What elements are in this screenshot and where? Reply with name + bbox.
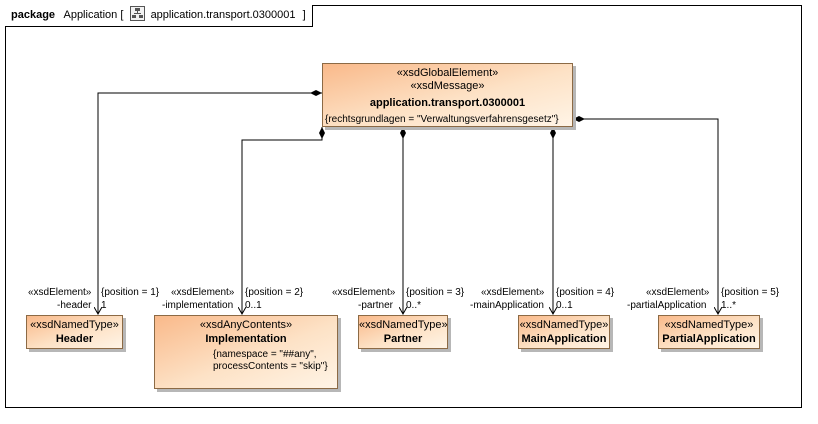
label-main-application-position: {position = 4} bbox=[556, 287, 615, 298]
composition-diamond-partner bbox=[400, 127, 406, 139]
partner-type-stereotype: «xsdNamedType» bbox=[359, 319, 448, 331]
label-main-application-multiplicity: 0..1 bbox=[556, 300, 573, 311]
composition-diamond-header bbox=[310, 90, 322, 96]
label-header-position: {position = 1} bbox=[101, 287, 160, 298]
label-partner-role: -partner bbox=[358, 300, 394, 311]
frame-diagram-name: application.transport.0300001 bbox=[150, 9, 296, 21]
label-partner-position: {position = 3} bbox=[406, 287, 465, 298]
type-box-implementation[interactable]: «xsdAnyContents» Implementation {namespa… bbox=[154, 315, 338, 389]
label-partner-multiplicity: 0..* bbox=[406, 300, 422, 311]
label-implementation-multiplicity: 0..1 bbox=[245, 300, 262, 311]
partner-type-name: Partner bbox=[383, 333, 423, 345]
implementation-type-stereotype: «xsdAnyContents» bbox=[199, 319, 293, 331]
implementation-tagged-process-contents: processContents = "skip"} bbox=[213, 361, 328, 372]
header-type-name: Header bbox=[55, 333, 94, 345]
root-name: application.transport.0300001 bbox=[369, 97, 526, 109]
implementation-type-name: Implementation bbox=[205, 333, 287, 345]
composition-diamond-implementation bbox=[319, 127, 325, 139]
association-implementation bbox=[242, 127, 323, 314]
type-box-partial-application[interactable]: «xsdNamedType» PartialApplication bbox=[658, 315, 760, 349]
root-stereotype-global-element: «xsdGlobalElement» bbox=[396, 67, 499, 79]
header-type-stereotype: «xsdNamedType» bbox=[30, 319, 119, 331]
root-stereotype-message: «xsdMessage» bbox=[410, 80, 485, 92]
label-partial-application-stereotype: «xsdElement» bbox=[646, 287, 710, 298]
type-box-main-application[interactable]: «xsdNamedType» MainApplication bbox=[518, 315, 610, 349]
partial-application-type-name: PartialApplication bbox=[662, 333, 756, 345]
partial-application-type-stereotype: «xsdNamedType» bbox=[664, 319, 754, 331]
root-element-box[interactable]: «xsdGlobalElement» «xsdMessage» applicat… bbox=[322, 63, 573, 127]
main-application-type-stereotype: «xsdNamedType» bbox=[519, 319, 609, 331]
label-implementation-role: -implementation bbox=[162, 300, 234, 311]
label-header-stereotype: «xsdElement» bbox=[28, 287, 92, 298]
label-implementation-position: {position = 2} bbox=[245, 287, 304, 298]
frame-keyword: package bbox=[11, 9, 56, 21]
frame-open-bracket: [ bbox=[120, 9, 124, 21]
class-diagram-icon bbox=[129, 6, 145, 21]
frame-close-bracket: ] bbox=[302, 9, 306, 21]
label-partial-application-position: {position = 5} bbox=[721, 287, 780, 298]
type-box-header[interactable]: «xsdNamedType» Header bbox=[26, 315, 123, 349]
composition-diamond-main-application bbox=[550, 127, 556, 139]
root-tagged-value: {rechtsgrundlagen = "Verwaltungsverfahre… bbox=[325, 114, 559, 125]
main-application-type-name: MainApplication bbox=[521, 333, 607, 345]
label-main-application-role: -mainApplication bbox=[470, 300, 544, 311]
label-header-multiplicity: 1 bbox=[101, 300, 107, 311]
label-header-role: -header bbox=[57, 300, 92, 311]
label-main-application-stereotype: «xsdElement» bbox=[481, 287, 545, 298]
implementation-tagged-namespace: {namespace = "##any", bbox=[213, 349, 317, 360]
association-header bbox=[98, 92, 322, 314]
label-partial-application-role: -partialApplication bbox=[627, 300, 707, 311]
diagram-frame bbox=[5, 5, 802, 408]
frame-package-name: Application bbox=[63, 9, 118, 21]
type-box-partner[interactable]: «xsdNamedType» Partner bbox=[358, 315, 448, 349]
composition-diamond-partial-application bbox=[573, 116, 585, 122]
label-partial-application-multiplicity: 1..* bbox=[721, 300, 737, 311]
label-implementation-stereotype: «xsdElement» bbox=[171, 287, 235, 298]
association-partial-application bbox=[573, 118, 718, 314]
label-partner-stereotype: «xsdElement» bbox=[332, 287, 396, 298]
frame-tab: package Application [ application.transp… bbox=[5, 5, 313, 27]
